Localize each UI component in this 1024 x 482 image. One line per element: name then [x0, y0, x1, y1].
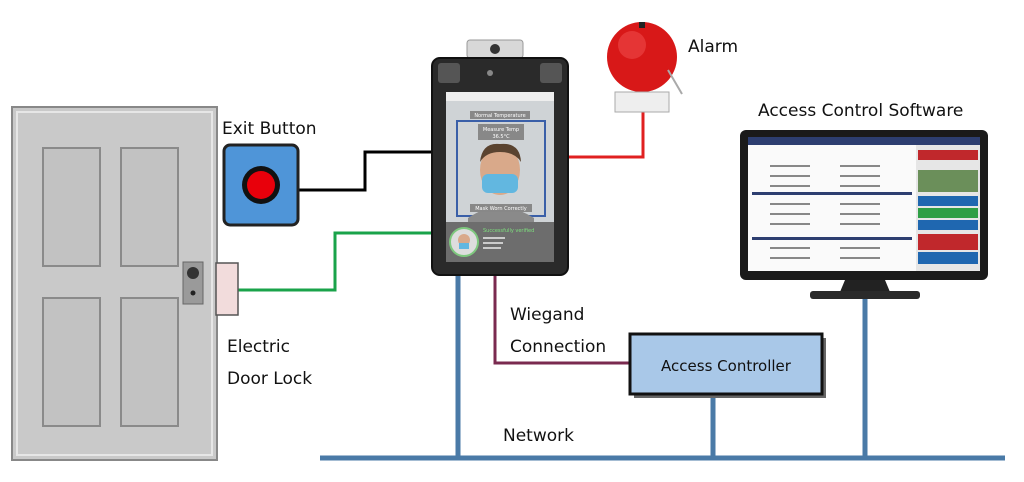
screen-temp-line2: 36.5°C — [492, 134, 510, 140]
access-controller — [628, 332, 826, 398]
door-panel — [120, 297, 179, 427]
alarm-label: Alarm — [688, 37, 738, 57]
door — [11, 106, 218, 461]
software-monitor — [740, 130, 988, 299]
lock-wire — [238, 231, 432, 292]
alarm-wire — [568, 112, 645, 159]
lock-label-line1: Electric — [227, 337, 290, 357]
face-mask — [482, 174, 518, 193]
access-controller-label: Access Controller — [661, 357, 792, 375]
electric-lock — [215, 262, 239, 316]
exit-button-label: Exit Button — [222, 119, 317, 139]
software-label: Access Control Software — [758, 101, 963, 121]
keyhole-icon — [190, 290, 196, 296]
screen-temp-line1: Measure Temp — [483, 127, 519, 133]
wiegand-label-line2: Connection — [510, 337, 606, 357]
lock-label-line2: Door Lock — [227, 369, 312, 389]
screen-status-top: Normal Temperature — [474, 113, 525, 119]
door-panel — [120, 147, 179, 267]
alarm-bell-icon — [607, 22, 683, 113]
door-panel — [42, 297, 101, 427]
screen-mask-status: Mask Worn Correctly — [475, 206, 527, 212]
wiegand-label-line1: Wiegand — [510, 305, 584, 325]
exit-button — [222, 143, 300, 227]
hair — [480, 143, 521, 162]
face-recognition-terminal: Normal Temperature Measure Temp 36.5°C M… — [431, 39, 569, 276]
exit-wire — [298, 150, 432, 192]
door-knob-icon — [187, 267, 199, 279]
network-label: Network — [503, 426, 574, 446]
screen-verified: Successfully verified — [483, 228, 534, 234]
wiegand-wire — [493, 275, 630, 365]
network-lines — [320, 272, 1005, 461]
door-panel — [42, 147, 101, 267]
